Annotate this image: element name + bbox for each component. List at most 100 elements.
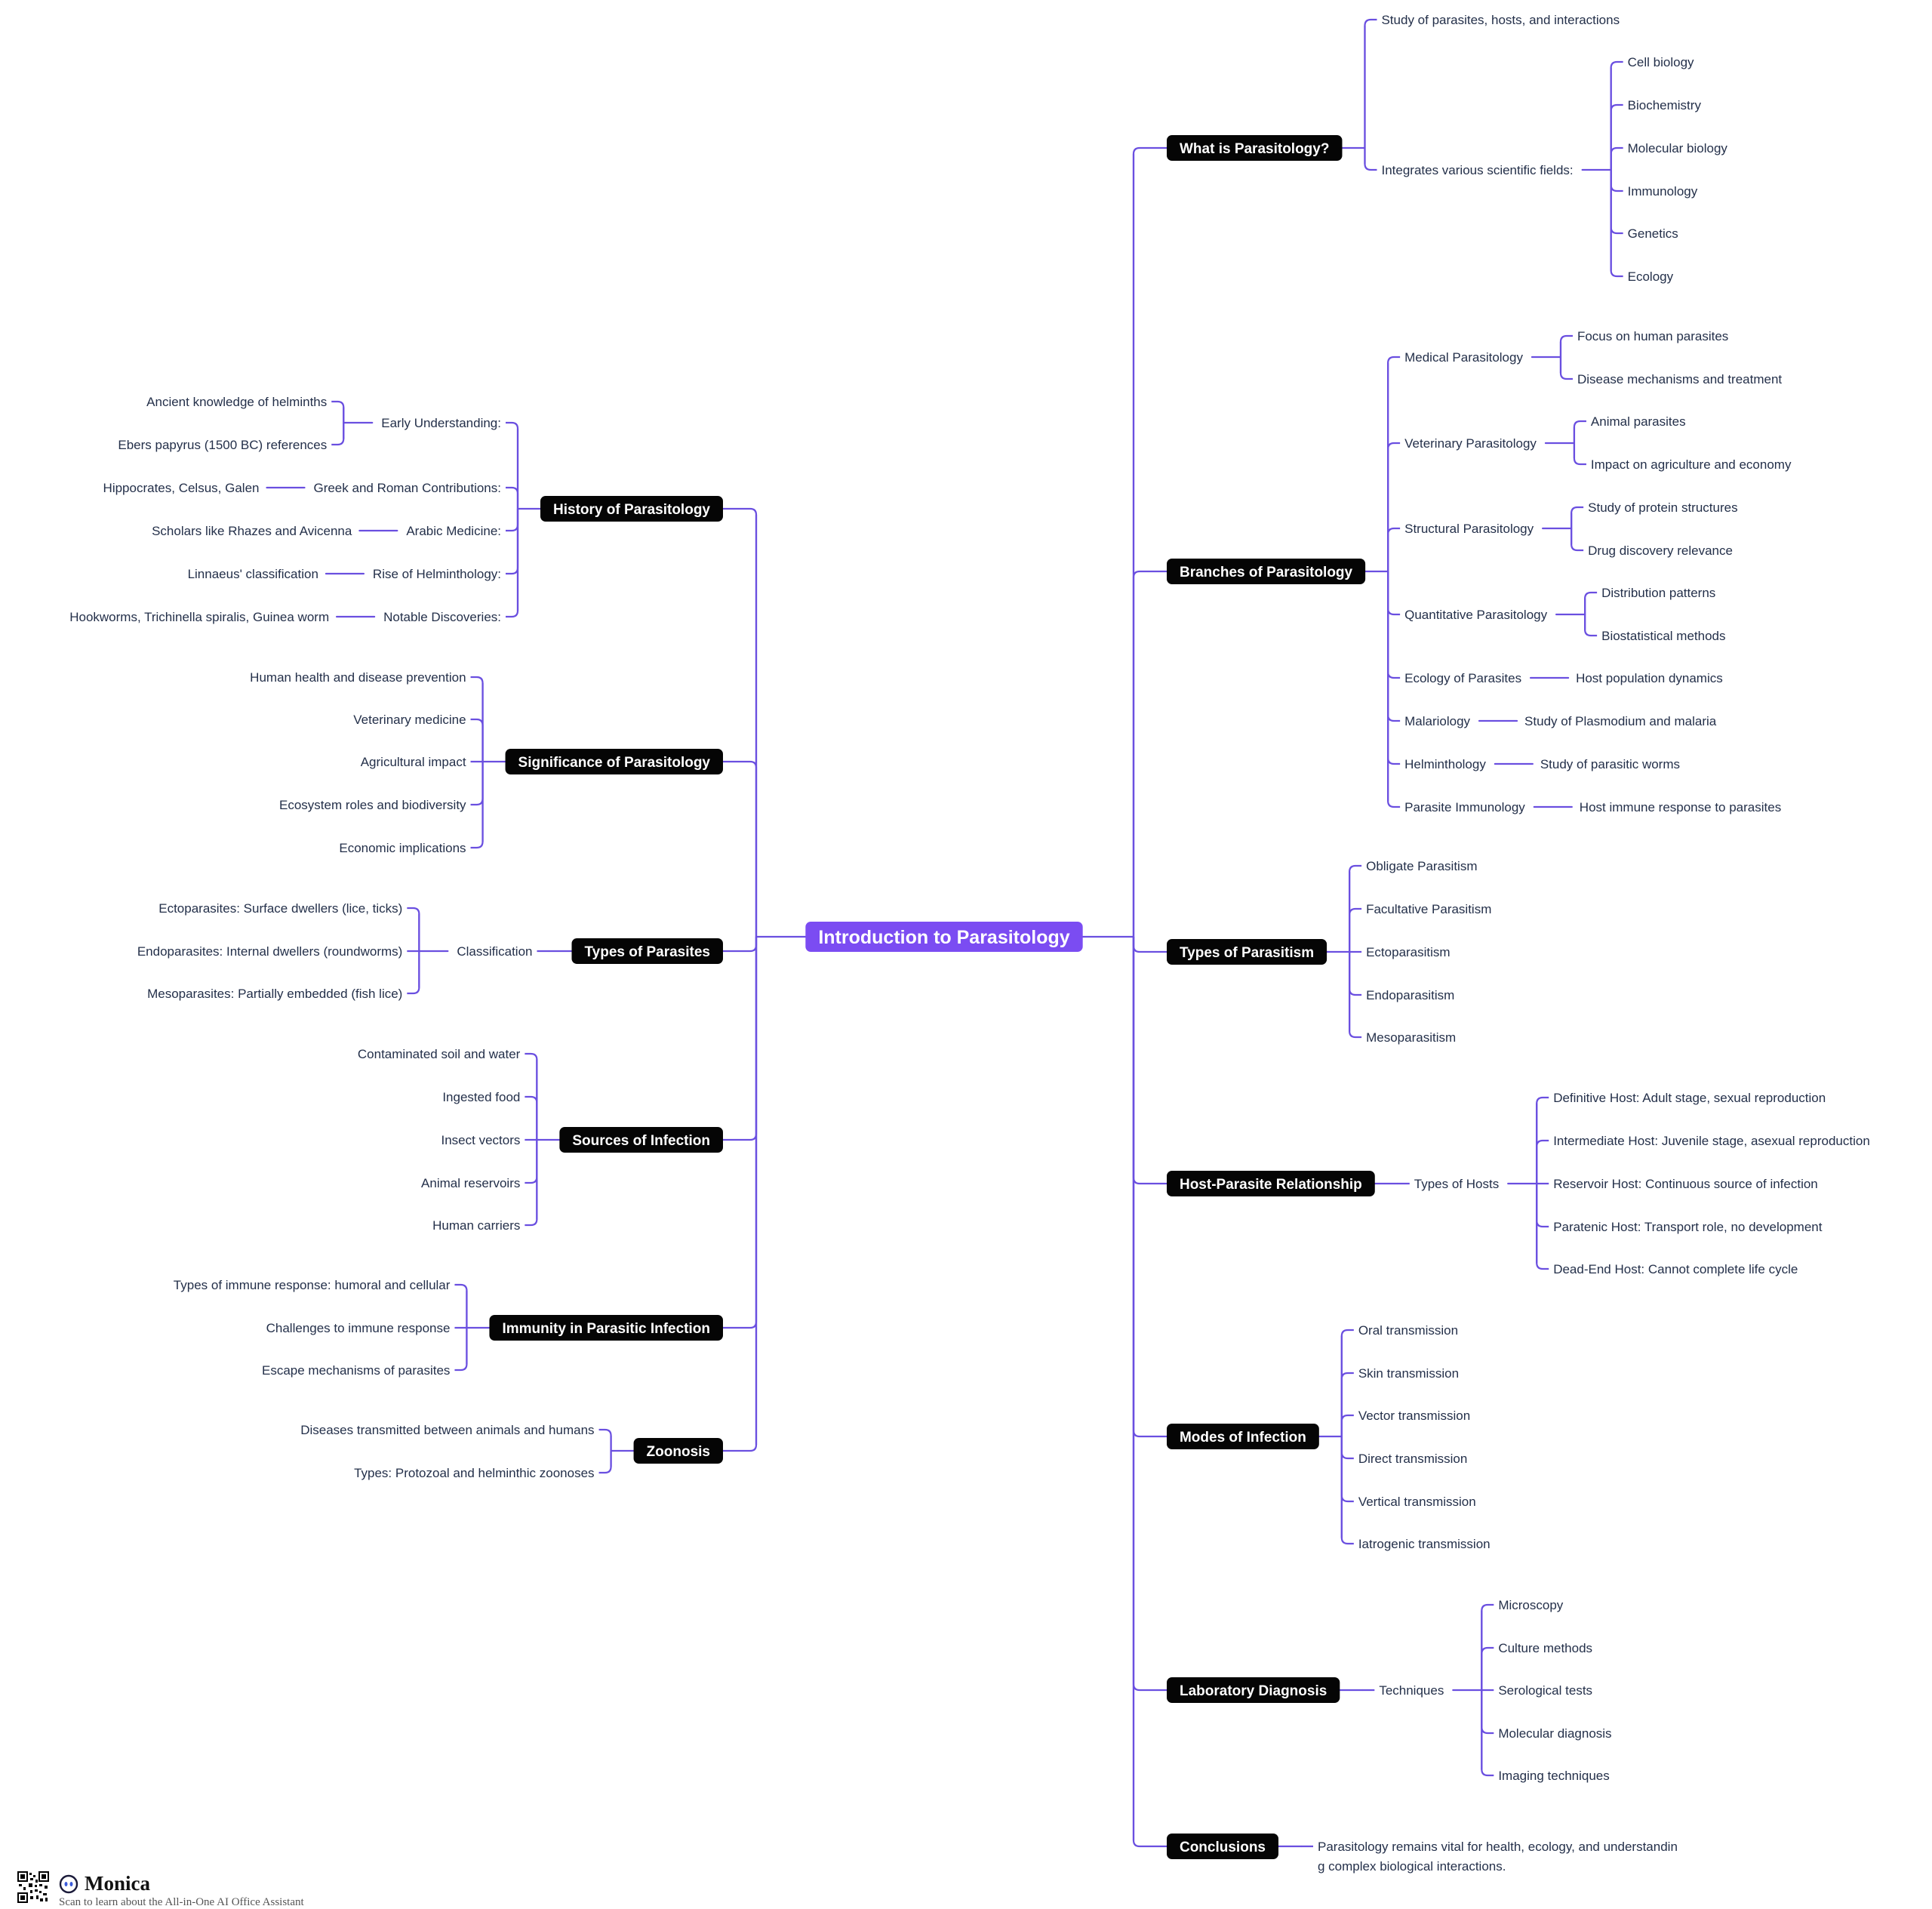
branch-host-parasite-relationship-label: Host-Parasite Relationship (1180, 1177, 1362, 1193)
edge-diseases-transmitted-between-animals-and-humans (598, 1428, 612, 1451)
leaf-endoparasites-internal-dwellers-roundworms: Endoparasites: Internal dwellers (roundw… (137, 944, 403, 959)
leaf-molecular-biology: Molecular biology (1628, 141, 1728, 155)
edge-impact-on-agriculture-and-economy (1573, 443, 1586, 466)
qr-code-icon[interactable] (17, 1871, 50, 1904)
node-ectoparasitism: Ectoparasitism (1366, 945, 1450, 959)
edge-ectoparasites-surface-dwellers-lice-ticks (407, 907, 420, 951)
edge-quantitative-parasitology (1387, 571, 1401, 616)
node-animal-reservoirs: Animal reservoirs (421, 1176, 520, 1190)
branch-types-of-parasitism[interactable]: Types of Parasitism (1167, 939, 1327, 965)
brand-tagline: Scan to learn about the All-in-One AI Of… (59, 1896, 304, 1908)
edge-arabic-medicine (506, 509, 519, 532)
node-challenges-to-immune-response: Challenges to immune response (266, 1321, 451, 1335)
edge-malariology (1387, 571, 1401, 722)
edge-oral-transmission (1340, 1329, 1354, 1436)
leaf-biostatistical-methods: Biostatistical methods (1601, 629, 1725, 643)
leaf-serological-tests: Serological tests (1498, 1683, 1592, 1698)
branch-sources-of-infection-label: Sources of Infection (572, 1133, 710, 1149)
branch-types-of-parasites[interactable]: Types of Parasites (571, 938, 723, 964)
edge-molecular-diagnosis (1481, 1690, 1494, 1735)
leaf-study-of-plasmodium-and-malaria: Study of Plasmodium and malaria (1524, 714, 1717, 728)
edge-veterinary-parasitology (1387, 442, 1401, 571)
branch-conclusions[interactable]: Conclusions (1167, 1834, 1279, 1859)
leaf-immunology: Immunology (1628, 184, 1698, 199)
node-economic-implications: Economic implications (339, 841, 466, 855)
branch-what-is-parasitology-label: What is Parasitology? (1180, 141, 1329, 157)
edge-what-is-parasitology (1132, 146, 1167, 937)
branch-sources-of-infection[interactable]: Sources of Infection (559, 1127, 723, 1153)
edge-ecology (1610, 170, 1623, 278)
leaf-distribution-patterns: Distribution patterns (1601, 586, 1715, 600)
branch-history-of-parasitology-label: History of Parasitology (553, 502, 710, 518)
leaf-ancient-knowledge-of-helminths: Ancient knowledge of helminths (146, 395, 327, 409)
node-rise-of-helminthology: Rise of Helminthology: (373, 567, 501, 581)
branch-conclusions-label: Conclusions (1180, 1840, 1266, 1855)
branch-zoonosis-label: Zoonosis (647, 1444, 710, 1460)
edge-integrates-various-scientific-fields (1364, 148, 1377, 171)
edge-escape-mechanisms-of-parasites (454, 1328, 468, 1372)
monica-logo-icon (59, 1874, 78, 1893)
edge-distribution-patterns (1584, 591, 1598, 614)
node-quantitative-parasitology: Quantitative Parasitology (1404, 608, 1547, 622)
branch-zoonosis[interactable]: Zoonosis (633, 1438, 723, 1464)
edge-skin-transmission (1340, 1372, 1354, 1436)
branch-history-of-parasitology[interactable]: History of Parasitology (540, 496, 723, 522)
edge-human-health-and-disease-prevention (470, 676, 484, 762)
edge-modes-of-infection (1132, 937, 1167, 1438)
leaf-genetics: Genetics (1628, 226, 1678, 241)
leaf-definitive-host-adult-stage-sexual-reproduction: Definitive Host: Adult stage, sexual rep… (1553, 1091, 1826, 1105)
leaf-focus-on-human-parasites: Focus on human parasites (1577, 329, 1728, 343)
edge-imaging-techniques (1481, 1690, 1494, 1777)
leaf-imaging-techniques: Imaging techniques (1498, 1769, 1609, 1783)
edge-ancient-knowledge-of-helminths (331, 400, 345, 423)
edge-structural-parasitology (1387, 527, 1401, 571)
branch-host-parasite-relationship[interactable]: Host-Parasite Relationship (1167, 1171, 1375, 1196)
edge-early-understanding (506, 421, 519, 509)
node-types-of-hosts: Types of Hosts (1414, 1177, 1499, 1191)
node-obligate-parasitism: Obligate Parasitism (1366, 859, 1477, 873)
leaf-linnaeus-classification: Linnaeus' classification (188, 567, 318, 581)
root-node-label: Introduction to Parasitology (818, 927, 1069, 948)
edge-types-protozoal-and-helminthic-zoonoses (598, 1451, 612, 1474)
leaf-intermediate-host-juvenile-stage-asexual-reproduction: Intermediate Host: Juvenile stage, asexu… (1553, 1134, 1870, 1148)
node-early-understanding: Early Understanding: (381, 416, 501, 430)
node-vector-transmission: Vector transmission (1358, 1409, 1470, 1423)
leaf-ecology: Ecology (1628, 269, 1674, 284)
mind-map-nodes: Introduction to Parasitology What is Para… (69, 13, 1870, 1874)
edge-endoparasitism (1349, 952, 1362, 996)
node-helminthology: Helminthology (1404, 757, 1486, 771)
edge-molecular-biology (1610, 146, 1623, 170)
node-arabic-medicine: Arabic Medicine: (406, 524, 501, 538)
edge-study-of-protein-structures (1571, 506, 1584, 528)
leaf-culture-methods: Culture methods (1498, 1641, 1592, 1655)
edge-mesoparasites-partially-embedded-fish-lice (407, 951, 420, 995)
root-node[interactable]: Introduction to Parasitology (805, 922, 1083, 952)
branch-immunity-in-parasitic-infection[interactable]: Immunity in Parasitic Infection (489, 1315, 723, 1341)
edge-ingested-food (525, 1095, 538, 1140)
edge-history-of-parasitology (723, 507, 758, 937)
edge-culture-methods (1481, 1646, 1494, 1690)
edge-mesoparasitism (1349, 952, 1362, 1039)
edge-vertical-transmission (1340, 1436, 1354, 1503)
node-notable-discoveries: Notable Discoveries: (383, 610, 501, 624)
branch-laboratory-diagnosis[interactable]: Laboratory Diagnosis (1167, 1677, 1340, 1703)
edge-notable-discoveries (506, 509, 519, 618)
leaf-host-immune-response-to-parasites: Host immune response to parasites (1580, 800, 1781, 814)
branch-what-is-parasitology[interactable]: What is Parasitology? (1167, 135, 1343, 161)
edge-contaminated-soil-and-water (525, 1052, 538, 1140)
edge-significance-of-parasitology (723, 760, 758, 937)
leaf-host-population-dynamics: Host population dynamics (1576, 671, 1723, 685)
edge-parasite-immunology (1387, 571, 1401, 808)
edge-branches-of-parasitology (1132, 570, 1167, 937)
leaf-ebers-papyrus-1500-bc-references: Ebers papyrus (1500 BC) references (118, 438, 327, 452)
branch-significance-of-parasitology[interactable]: Significance of Parasitology (505, 749, 723, 774)
node-direct-transmission: Direct transmission (1358, 1452, 1468, 1466)
leaf-study-of-parasitic-worms: Study of parasitic worms (1540, 757, 1680, 771)
edge-intermediate-host-juvenile-stage-asexual-reproduction (1536, 1139, 1549, 1184)
node-human-carriers: Human carriers (432, 1218, 520, 1233)
branch-immunity-in-parasitic-infection-label: Immunity in Parasitic Infection (502, 1321, 710, 1337)
branch-modes-of-infection[interactable]: Modes of Infection (1167, 1424, 1319, 1449)
edge-types-of-parasitism (1132, 937, 1167, 953)
branch-branches-of-parasitology[interactable]: Branches of Parasitology (1167, 559, 1366, 584)
branch-types-of-parasitism-label: Types of Parasitism (1180, 945, 1314, 961)
